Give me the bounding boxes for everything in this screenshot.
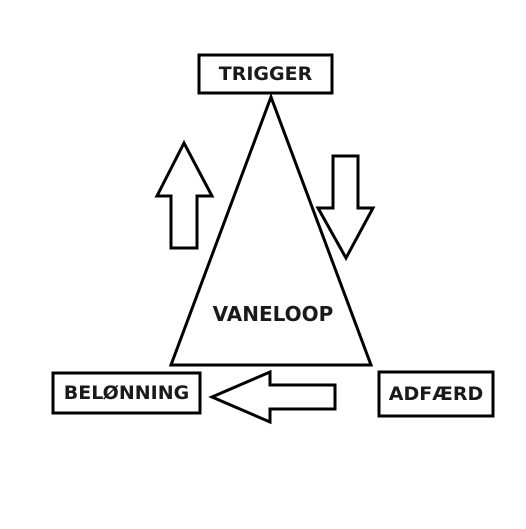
node-belonning-box — [51, 371, 202, 415]
node-belonning-label: BELØNNING — [64, 382, 189, 404]
center-label: VANELOOP — [213, 302, 334, 326]
node-adfaerd: ADFÆRD — [377, 370, 495, 418]
node-adfaerd-label: ADFÆRD — [389, 383, 483, 405]
loop-triangle — [168, 92, 374, 367]
node-belonning: BELØNNING — [51, 371, 202, 415]
arrow-down-icon — [315, 154, 376, 262]
node-trigger: TRIGGER — [197, 53, 334, 95]
node-trigger-label: TRIGGER — [219, 63, 313, 85]
node-adfaerd-box — [377, 370, 495, 418]
arrow-up-icon — [154, 139, 215, 250]
arrow-left-icon — [208, 369, 337, 425]
node-trigger-box — [197, 53, 334, 95]
